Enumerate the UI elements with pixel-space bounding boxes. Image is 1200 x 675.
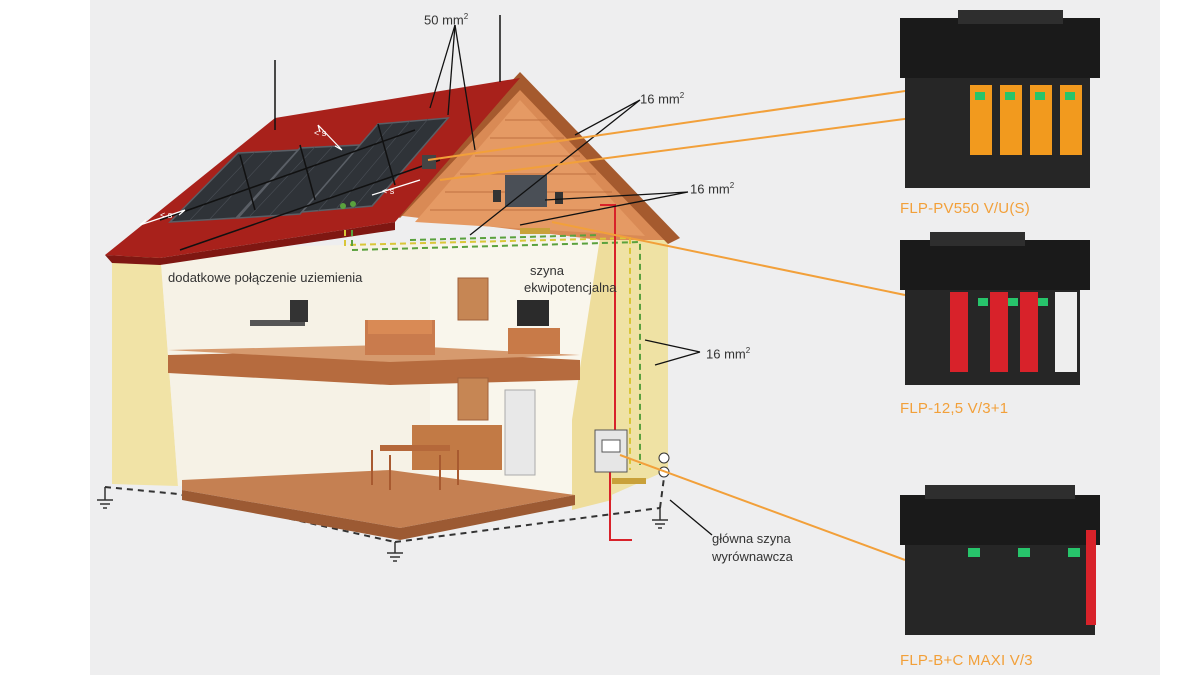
label-cable-16-top: 16 mm2 (640, 91, 685, 107)
window-upper (457, 277, 489, 321)
equipotential-cables (344, 230, 641, 470)
roof-wiring (159, 15, 501, 251)
callout-lines (429, 24, 713, 536)
tv-cabinet (508, 328, 560, 354)
tv (517, 300, 549, 326)
label-main-bus: główna szyna wyrównawcza (712, 531, 793, 564)
ground-symbols (97, 487, 668, 562)
distance-marker-3: < s (382, 186, 395, 196)
label-cable-16-right: 16 mm2 (706, 346, 751, 362)
lower-floor-edge (182, 490, 575, 540)
distance-marker-1: < s (160, 210, 173, 220)
chairs (371, 450, 459, 490)
label-equipotential-bus: szyna ekwipotencjalna (524, 263, 617, 295)
main-equipotential-bus (612, 478, 646, 484)
monitor-upper (290, 300, 308, 322)
product-name-3: FLP-B+C MAXI V/3 (900, 652, 1033, 669)
label-cable-50: 50 mm2 (424, 12, 469, 28)
solar-panels (168, 117, 450, 223)
attic-junction-box (422, 155, 436, 169)
attic-spd-right (555, 192, 563, 204)
ground-point-1 (340, 203, 346, 209)
dining-table (380, 445, 450, 451)
ground-point-2 (350, 201, 356, 207)
left-wall (112, 250, 178, 486)
product-name-2: FLP-12,5 V/3+1 (900, 400, 1009, 417)
label-cable-16-mid: 16 mm2 (690, 181, 735, 197)
test-joint-1 (658, 452, 670, 464)
leader-lines (427, 89, 913, 561)
desk (250, 320, 305, 326)
spd-device-1 (900, 10, 1100, 188)
product-name-1: FLP-PV550 V/U(S) (900, 200, 1030, 217)
earth-lines (104, 469, 666, 543)
main-switchboard-meter (601, 439, 621, 453)
roof-edge (105, 222, 395, 265)
lower-floor (182, 470, 575, 528)
spd-device-2 (900, 232, 1090, 385)
sofa-back (368, 320, 432, 334)
spd-device-3 (900, 485, 1100, 635)
attic-spd-left (493, 190, 501, 202)
label-grounding: dodatkowe połączenie uziemienia (168, 270, 363, 285)
equipotential-bus (520, 228, 550, 234)
window-lower (457, 377, 489, 421)
fridge (504, 389, 536, 476)
dimension-arrows (139, 124, 421, 226)
distance-marker-2: < s (314, 128, 327, 138)
